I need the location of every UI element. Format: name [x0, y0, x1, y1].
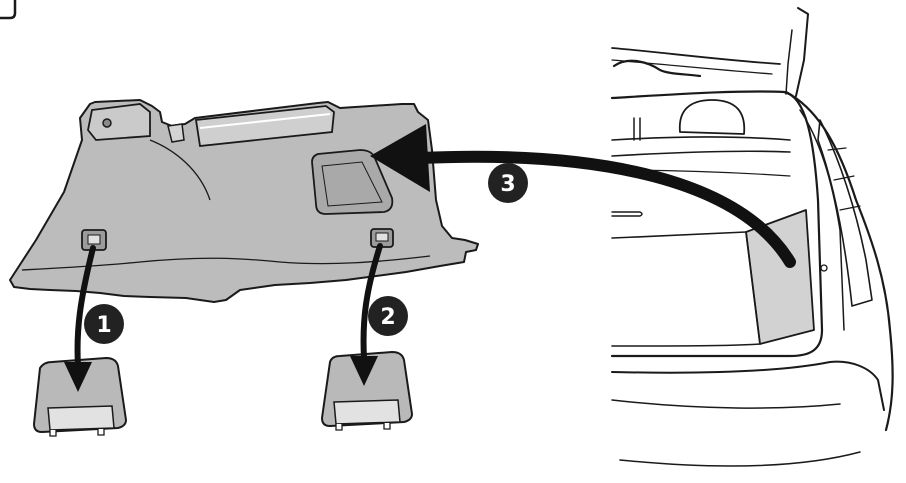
tailgate-edge-outer: [796, 8, 808, 96]
rear-seat-back-top: [612, 137, 790, 140]
step-number-3: 3: [500, 172, 515, 197]
panel-corner-block: [88, 104, 150, 140]
bumper-bottom: [620, 452, 860, 466]
step-badge-1: 1: [84, 304, 124, 344]
headrest-post: [634, 118, 640, 140]
panel-screw: [103, 119, 111, 127]
step-number-2: 2: [380, 305, 395, 330]
cover-2-tab: [334, 400, 400, 424]
corner-frame-fragment: [0, 0, 15, 18]
latch-point: [821, 265, 827, 271]
rear-bumper-lower: [612, 400, 840, 408]
cover-1-tab: [48, 406, 114, 430]
rear-headrest: [680, 100, 744, 134]
cargo-cover: [612, 151, 790, 156]
rear-bumper: [612, 362, 884, 410]
car-rear-open-trunk: [612, 8, 893, 466]
trunk-floor-back: [612, 232, 746, 238]
step-badge-3: 3: [488, 163, 528, 203]
step-number-1: 1: [96, 313, 111, 338]
trunk-floor-edge: [612, 344, 760, 346]
step-badge-2: 2: [368, 296, 408, 336]
roof-rail: [614, 61, 700, 76]
cargo-hook: [612, 212, 642, 216]
tailgate-edge-inner: [786, 30, 792, 94]
side-trim-panel: [10, 100, 478, 302]
